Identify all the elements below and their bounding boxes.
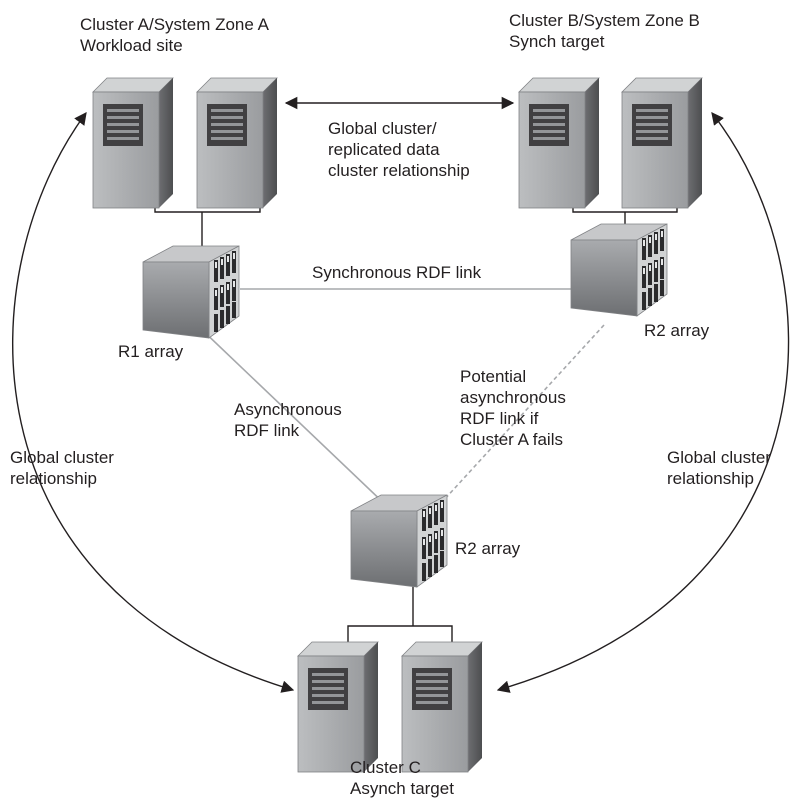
ab-relationship-line-1: Global cluster/ xyxy=(328,119,437,138)
global-right-line-2: relationship xyxy=(667,469,754,488)
cluster-c-role: Asynch target xyxy=(350,779,454,798)
cluster-c-server-1 xyxy=(297,641,379,773)
potential-link-line-1: Potential xyxy=(460,367,527,386)
ab-relationship-line-3: cluster relationship xyxy=(328,161,470,180)
cluster-b-server-2 xyxy=(621,77,703,209)
r1-array-label: R1 array xyxy=(118,341,183,362)
global-cluster-arc-right xyxy=(496,112,790,693)
cluster-c-server-2 xyxy=(401,641,483,773)
global-right-line-1: Global cluster xyxy=(667,448,771,467)
r2-array-c-text: R2 array xyxy=(455,539,521,558)
potential-link-line-4: Cluster A fails xyxy=(460,430,563,449)
global-left-line-1: Global cluster xyxy=(10,448,114,467)
cluster-c-label: Cluster C Asynch target xyxy=(350,757,454,799)
potential-link-line-2: asynchronous xyxy=(460,388,566,407)
ab-relationship-line-2: replicated data xyxy=(328,140,440,159)
global-cluster-arc-left xyxy=(12,111,295,693)
asynchronous-rdf-link xyxy=(196,324,413,531)
asynchronous-link-line-2: RDF link xyxy=(234,421,300,440)
r2-array-cluster-b xyxy=(570,223,668,317)
cluster-a-label: Cluster A/System Zone A Workload site xyxy=(80,14,269,56)
cluster-b-label: Cluster B/System Zone B Synch target xyxy=(509,10,700,52)
r2-array-b-text: R2 array xyxy=(644,321,710,340)
global-right-label: Global cluster relationship xyxy=(667,447,771,489)
cluster-b-title: Cluster B/System Zone B xyxy=(509,11,700,30)
potential-link-label: Potential asynchronous RDF link if Clust… xyxy=(460,366,566,450)
synchronous-link-text: Synchronous RDF link xyxy=(312,263,482,282)
r2-array-b-label: R2 array xyxy=(644,320,709,341)
asynchronous-link-line-1: Asynchronous xyxy=(234,400,342,419)
cluster-b-server-1 xyxy=(518,77,600,209)
r1-array xyxy=(142,245,240,339)
cluster-a-server-2 xyxy=(196,77,278,209)
cluster-a-title: Cluster A/System Zone A xyxy=(80,15,269,34)
synchronous-link-label: Synchronous RDF link xyxy=(312,262,481,283)
potential-link-line-3: RDF link if xyxy=(460,409,539,428)
potential-asynchronous-rdf-link xyxy=(431,324,605,514)
cluster-c-title: Cluster C xyxy=(350,758,421,777)
global-left-line-2: relationship xyxy=(10,469,97,488)
r1-array-text: R1 array xyxy=(118,342,184,361)
r2-array-cluster-c xyxy=(350,494,448,588)
cluster-a-role: Workload site xyxy=(80,36,183,55)
cluster-c-connector xyxy=(347,583,453,652)
cluster-b-role: Synch target xyxy=(509,32,605,51)
cluster-a-server-1 xyxy=(92,77,174,209)
asynchronous-link-label: Asynchronous RDF link xyxy=(234,399,342,441)
r2-array-c-label: R2 array xyxy=(455,538,520,559)
global-left-label: Global cluster relationship xyxy=(10,447,114,489)
ab-relationship-label: Global cluster/ replicated data cluster … xyxy=(328,118,470,181)
